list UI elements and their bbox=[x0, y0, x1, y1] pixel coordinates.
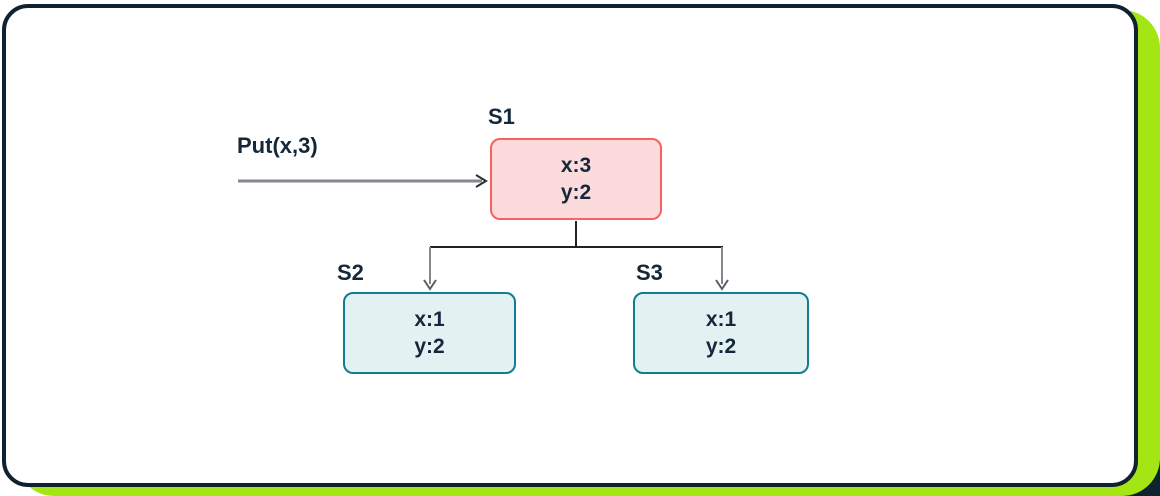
node-label-s3: S3 bbox=[636, 260, 663, 285]
node-label-s1: S1 bbox=[488, 104, 515, 129]
diagram-card bbox=[2, 4, 1138, 487]
node-s3: x:1 y:2 bbox=[633, 292, 809, 374]
node-s2-value-y: y:2 bbox=[414, 335, 445, 358]
node-s3-value-x: x:1 bbox=[705, 308, 737, 331]
node-s1-value-y: y:2 bbox=[560, 181, 592, 204]
node-label-s2: S2 bbox=[337, 260, 364, 285]
operation-label: Put(x,3) bbox=[237, 133, 318, 158]
node-s2: x:1 y:2 bbox=[343, 292, 516, 374]
node-s1-value-x: x:3 bbox=[560, 154, 592, 177]
node-s2-value-x: x:1 bbox=[414, 308, 445, 331]
node-s1: x:3 y:2 bbox=[490, 138, 662, 220]
node-s3-value-y: y:2 bbox=[705, 335, 737, 358]
